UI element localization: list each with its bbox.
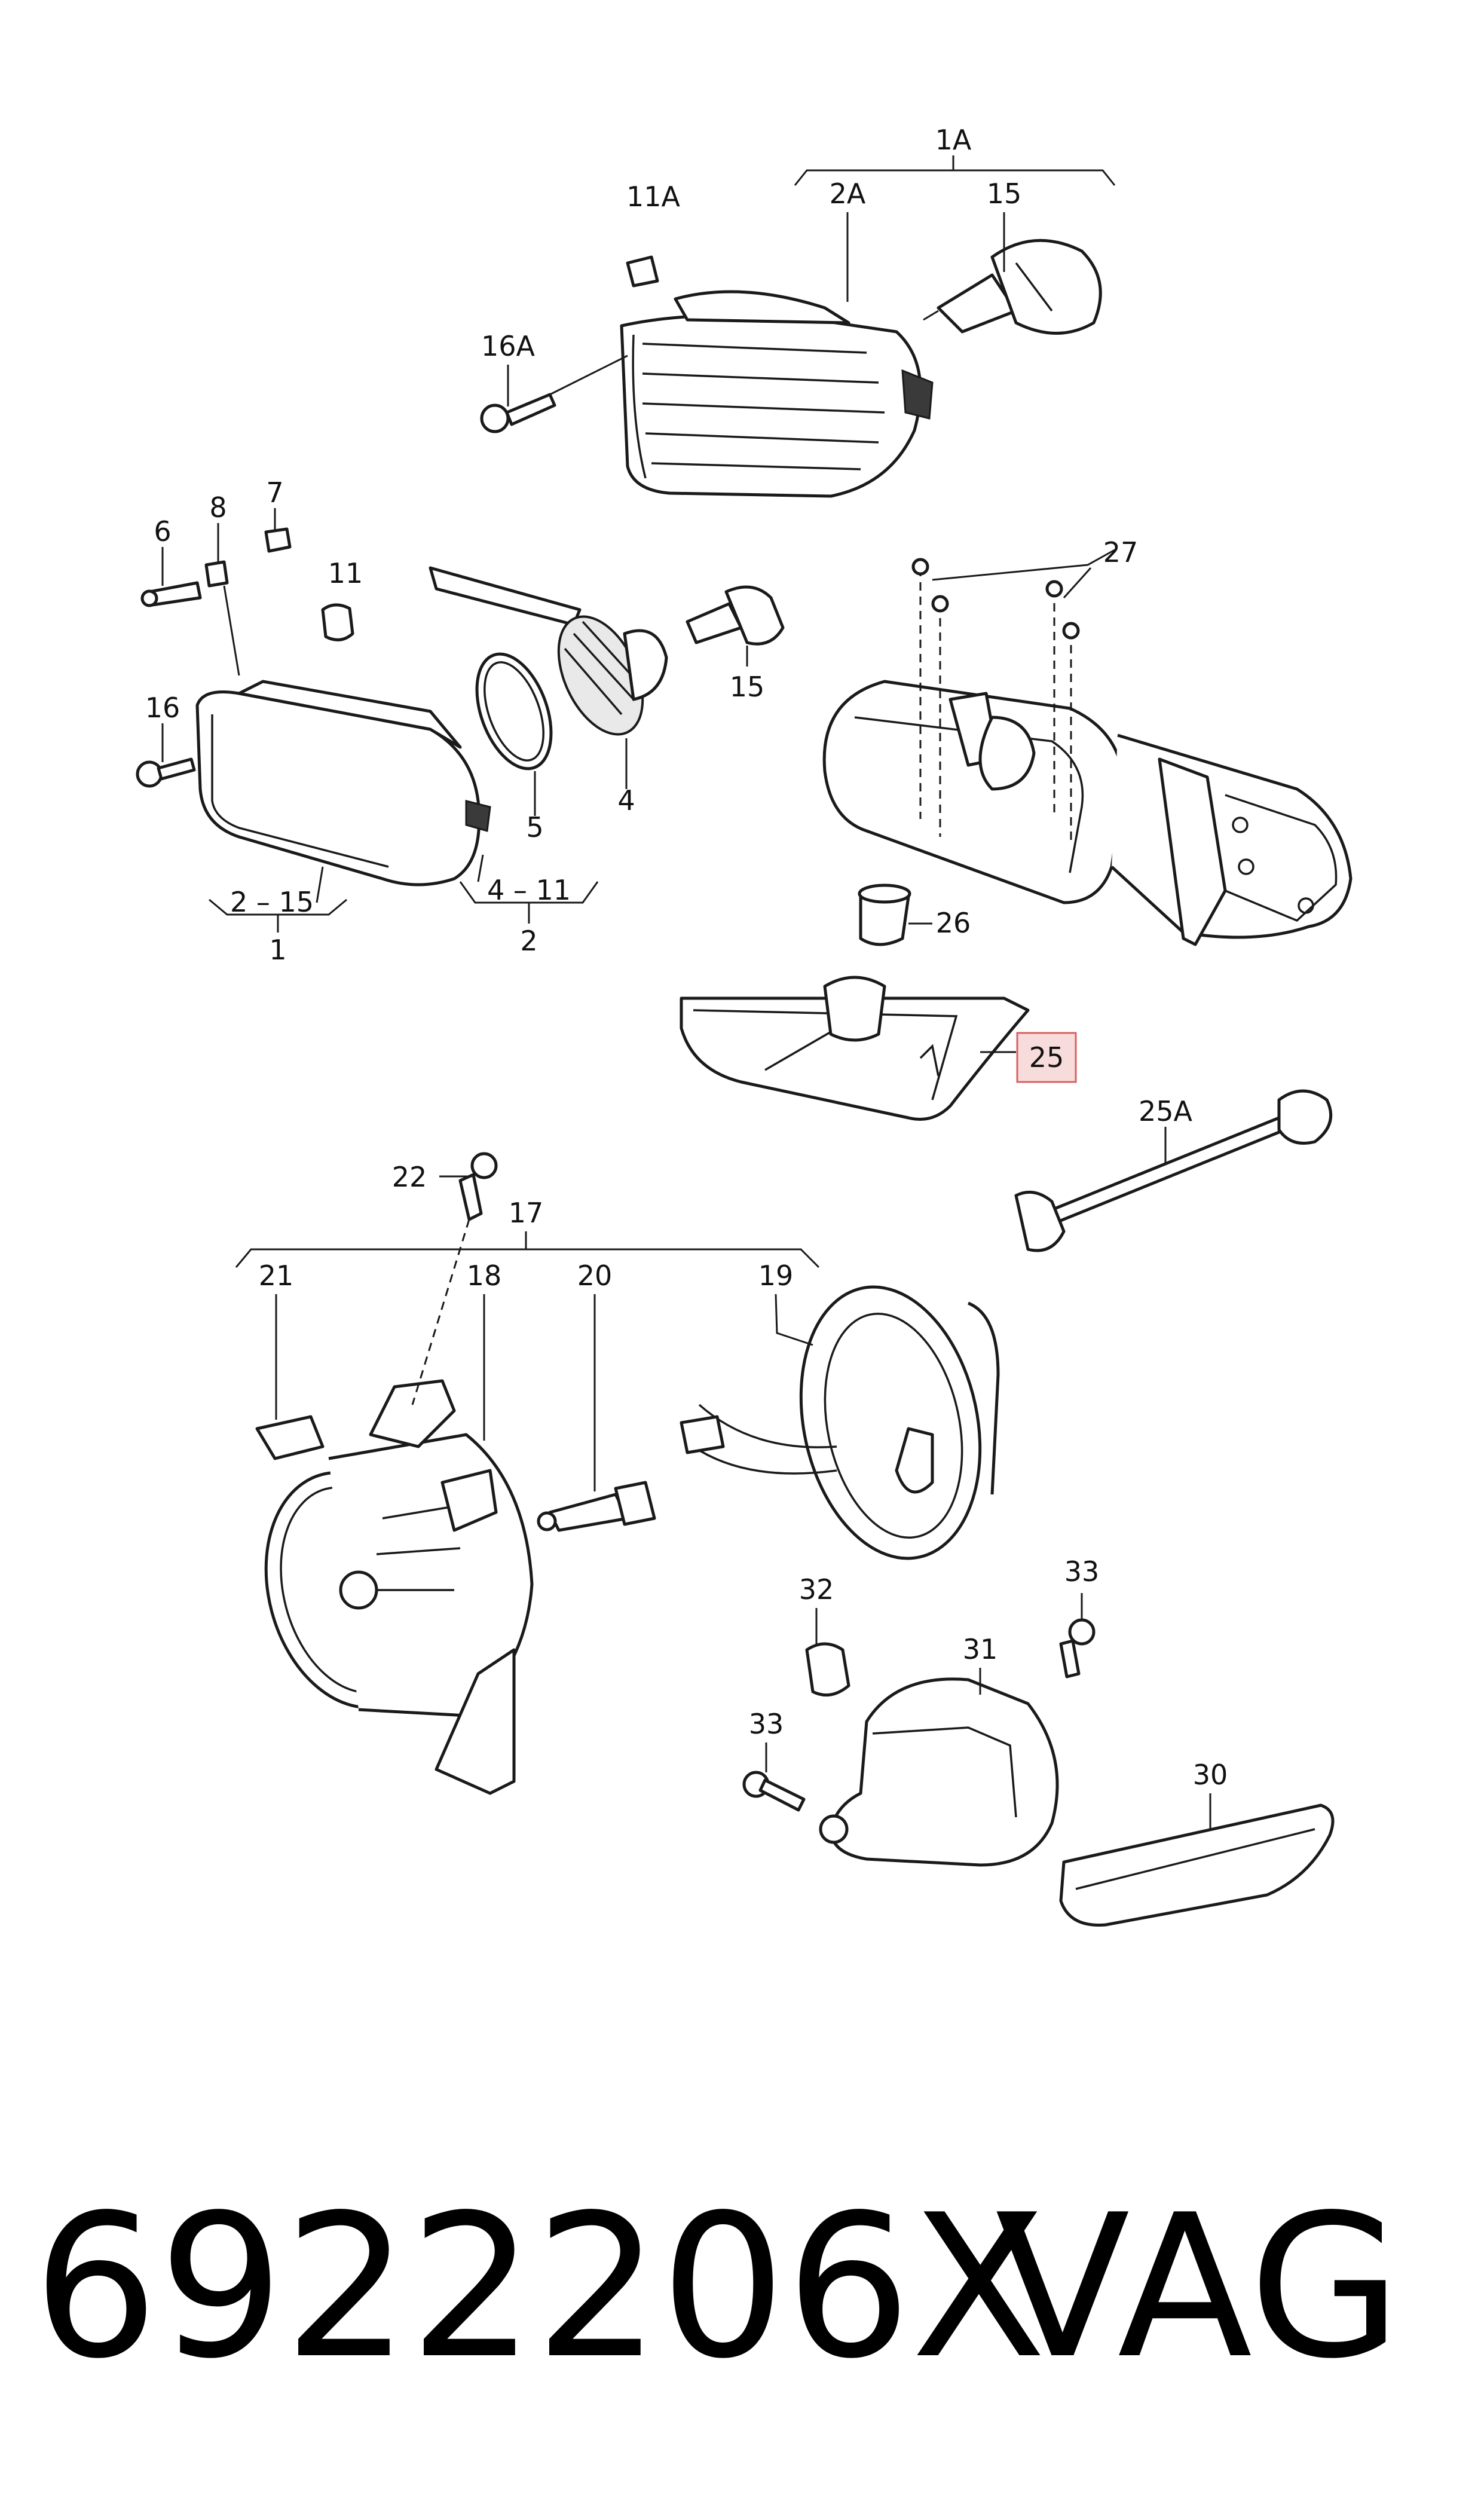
label-32[interactable]: 32	[799, 1573, 834, 1606]
label-1a[interactable]: 1A	[935, 124, 972, 156]
bulb-20[interactable]	[537, 1481, 656, 1532]
label-2[interactable]: 2	[520, 925, 537, 957]
label-30[interactable]: 30	[1193, 1759, 1228, 1791]
seal-ring-5[interactable]	[463, 644, 565, 779]
callout-25-highlight[interactable]	[1016, 1032, 1077, 1083]
leader-19	[775, 1294, 813, 1346]
screw-33-right[interactable]	[1059, 1618, 1096, 1679]
label-15-top[interactable]: 15	[987, 178, 1022, 210]
bracket-4-11	[459, 854, 599, 924]
screw-16[interactable]	[136, 757, 196, 788]
label-22[interactable]: 22	[392, 1161, 427, 1193]
part-number: 6922206X	[33, 2172, 1047, 2402]
mirror-housing[interactable]	[822, 680, 1353, 946]
fog-lamp-body-18[interactable]	[241, 1379, 534, 1795]
label-19[interactable]: 19	[758, 1259, 794, 1292]
label-33-right[interactable]: 33	[1064, 1555, 1100, 1588]
fog-lamp-housing-1[interactable]	[195, 680, 491, 886]
bulb-holder-4[interactable]	[429, 566, 668, 748]
fog-lamp-housing-1a[interactable]	[620, 290, 934, 498]
bulb-32[interactable]	[805, 1642, 850, 1697]
label-16a[interactable]: 16A	[481, 330, 536, 362]
fog-lamp-bulb-15-top[interactable]	[923, 239, 1102, 335]
screw-33-left[interactable]	[742, 1771, 806, 1812]
label-5[interactable]: 5	[526, 811, 543, 843]
label-16[interactable]: 16	[145, 692, 180, 724]
label-31[interactable]: 31	[963, 1633, 998, 1665]
label-2a[interactable]: 2A	[830, 178, 866, 210]
leader-16a	[507, 354, 628, 406]
label-7[interactable]: 7	[266, 476, 283, 509]
label-25[interactable]: 25	[1029, 1041, 1064, 1074]
cap-11a[interactable]	[626, 255, 659, 288]
label-21[interactable]: 21	[259, 1259, 294, 1292]
screw-16a[interactable]	[480, 393, 556, 433]
adjuster-25a[interactable]	[1014, 1089, 1333, 1252]
bracket-2-15	[209, 866, 347, 933]
label-6[interactable]: 6	[154, 515, 171, 548]
label-4-11[interactable]: 4 – 11	[487, 874, 571, 906]
cover-31[interactable]	[819, 1677, 1059, 1867]
label-26[interactable]: 26	[936, 907, 971, 939]
cap-11[interactable]	[321, 603, 354, 641]
bracket-21[interactable]	[255, 1415, 325, 1460]
label-33-left[interactable]: 33	[749, 1708, 784, 1740]
label-4[interactable]: 4	[617, 784, 635, 817]
brand: VAG	[995, 2172, 1402, 2402]
trim-plate-25[interactable]	[680, 976, 1030, 1121]
label-2-15[interactable]: 2 – 15	[230, 886, 314, 918]
leader-8	[217, 523, 240, 676]
bulb-26[interactable]	[858, 883, 911, 946]
label-8[interactable]: 8	[209, 491, 227, 524]
label-25a[interactable]: 25A	[1139, 1095, 1193, 1127]
label-20[interactable]: 20	[577, 1259, 613, 1292]
label-27[interactable]: 27	[1103, 536, 1139, 568]
leader-27	[932, 549, 1115, 599]
label-11a[interactable]: 11A	[626, 181, 681, 213]
bulb-15-left[interactable]	[686, 585, 785, 646]
screw-6[interactable]	[140, 581, 202, 607]
bracket-17	[235, 1231, 820, 1268]
nut-7[interactable]	[264, 527, 292, 553]
label-1[interactable]: 1	[269, 934, 286, 966]
bracket-1a	[794, 155, 1116, 186]
trim-strip-30[interactable]	[1059, 1803, 1335, 1927]
screws-27[interactable]	[911, 558, 1080, 843]
label-15-left[interactable]: 15	[730, 671, 765, 703]
label-17[interactable]: 17	[509, 1197, 544, 1229]
clip-8[interactable]	[204, 560, 229, 588]
label-11[interactable]: 11	[328, 557, 363, 589]
screw-22[interactable]	[411, 1152, 498, 1405]
housing-19[interactable]	[680, 1270, 1004, 1575]
label-18[interactable]: 18	[467, 1259, 502, 1292]
